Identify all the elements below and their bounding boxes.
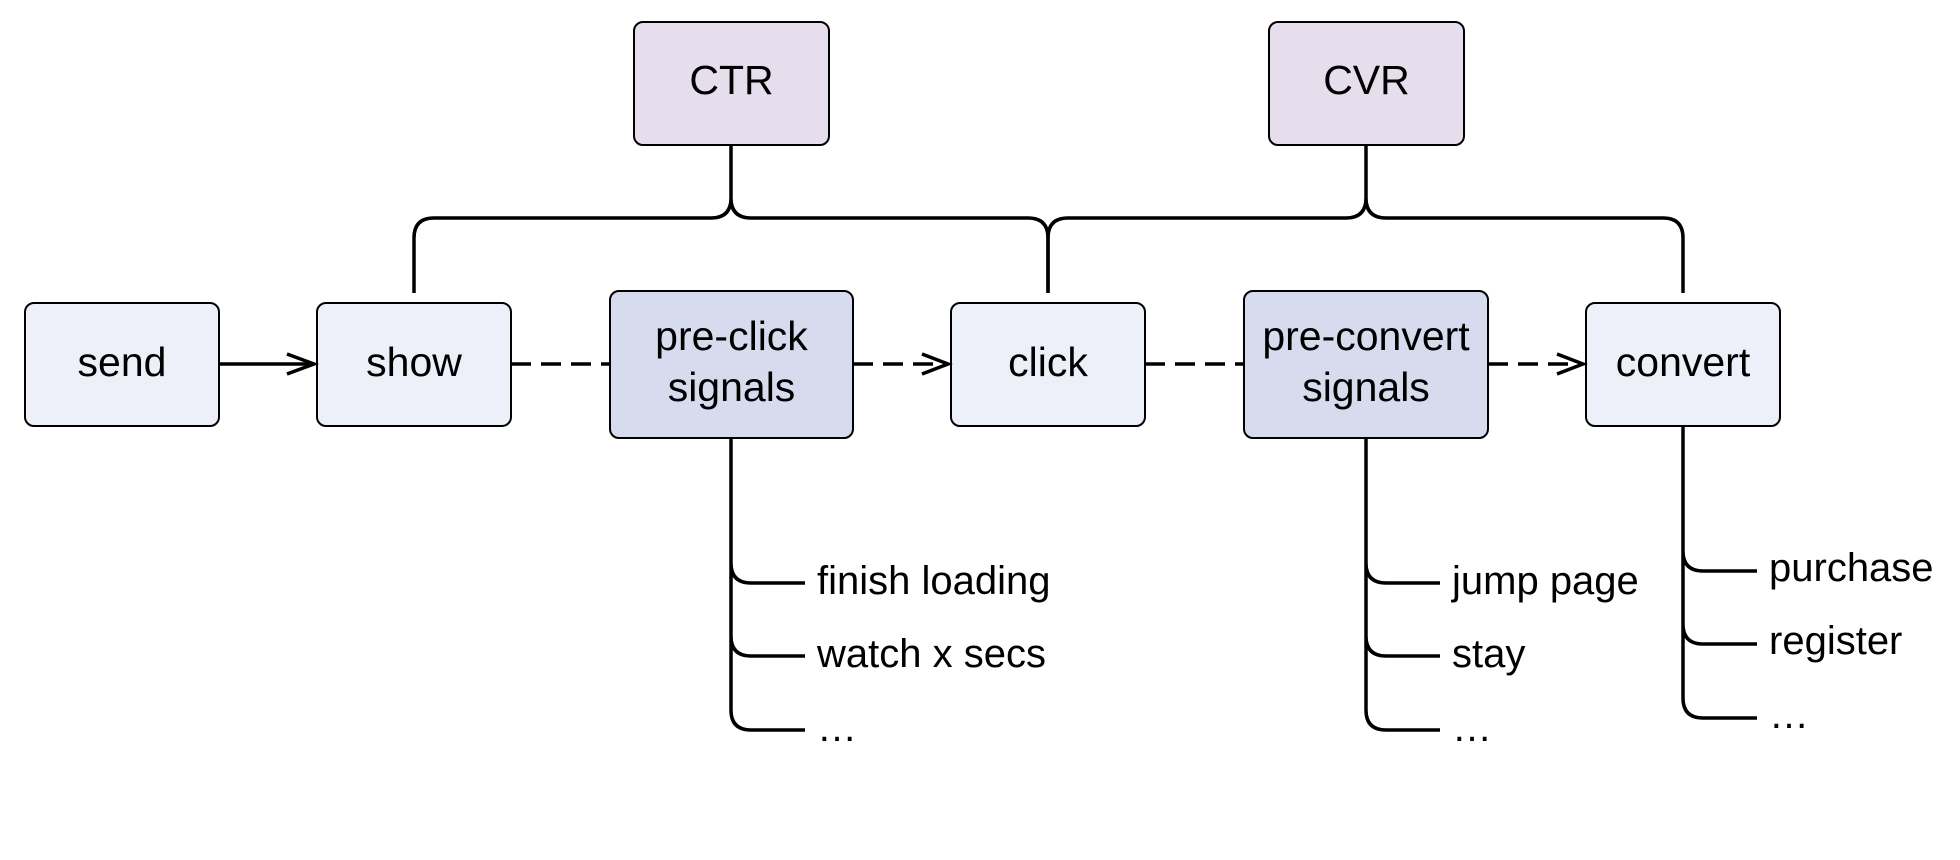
- pre-convert-label-line1: pre-convert: [1262, 313, 1470, 359]
- click-stage: click: [950, 302, 1146, 427]
- convert-label: convert: [1616, 339, 1751, 385]
- pre-click-signals-stage: pre-click signals: [609, 290, 854, 439]
- ctr-brace: [412, 145, 1050, 293]
- show-stage: show: [316, 302, 512, 427]
- ctr-label: CTR: [689, 57, 773, 103]
- pre-click-to-click-arrowhead: [921, 352, 953, 376]
- send-to-show-arrowhead: [286, 352, 320, 376]
- convert-type-item: …: [1769, 693, 1809, 737]
- convert-stage: convert: [1585, 302, 1781, 427]
- pre-click-signal-item: finish loading: [817, 559, 1051, 603]
- show-label: show: [366, 339, 462, 385]
- pre-convert-signals-tree: [1364, 438, 1440, 732]
- pre-convert-to-convert-arrow: [1488, 352, 1588, 376]
- send-to-show-arrow: [219, 352, 320, 376]
- pre-convert-label-line2: signals: [1302, 364, 1430, 410]
- pre-click-signal-item: watch x secs: [816, 632, 1046, 676]
- send-label: send: [78, 339, 167, 385]
- pre-click-to-click-arrow: [853, 352, 953, 376]
- click-label: click: [1008, 339, 1088, 385]
- pre-click-signal-item: …: [817, 706, 857, 750]
- convert-types-tree: [1681, 426, 1757, 720]
- pre-convert-signal-item: stay: [1452, 632, 1525, 676]
- ctr-metric-box: CTR: [633, 21, 830, 146]
- send-stage: send: [24, 302, 220, 427]
- cvr-label: CVR: [1323, 57, 1410, 103]
- pre-convert-signal-item: …: [1452, 706, 1492, 750]
- pre-convert-signal-item: jump page: [1451, 559, 1639, 603]
- pre-click-label-line1: pre-click: [655, 313, 808, 359]
- cvr-brace: [1046, 145, 1685, 293]
- convert-type-item: purchase: [1769, 546, 1934, 590]
- pre-convert-to-convert-arrowhead: [1556, 352, 1588, 376]
- pre-convert-signals-stage: pre-convert signals: [1243, 290, 1489, 439]
- convert-type-item: register: [1769, 619, 1902, 663]
- cvr-metric-box: CVR: [1268, 21, 1465, 146]
- pre-click-signals-tree: [729, 438, 805, 732]
- pre-click-label-line2: signals: [668, 364, 796, 410]
